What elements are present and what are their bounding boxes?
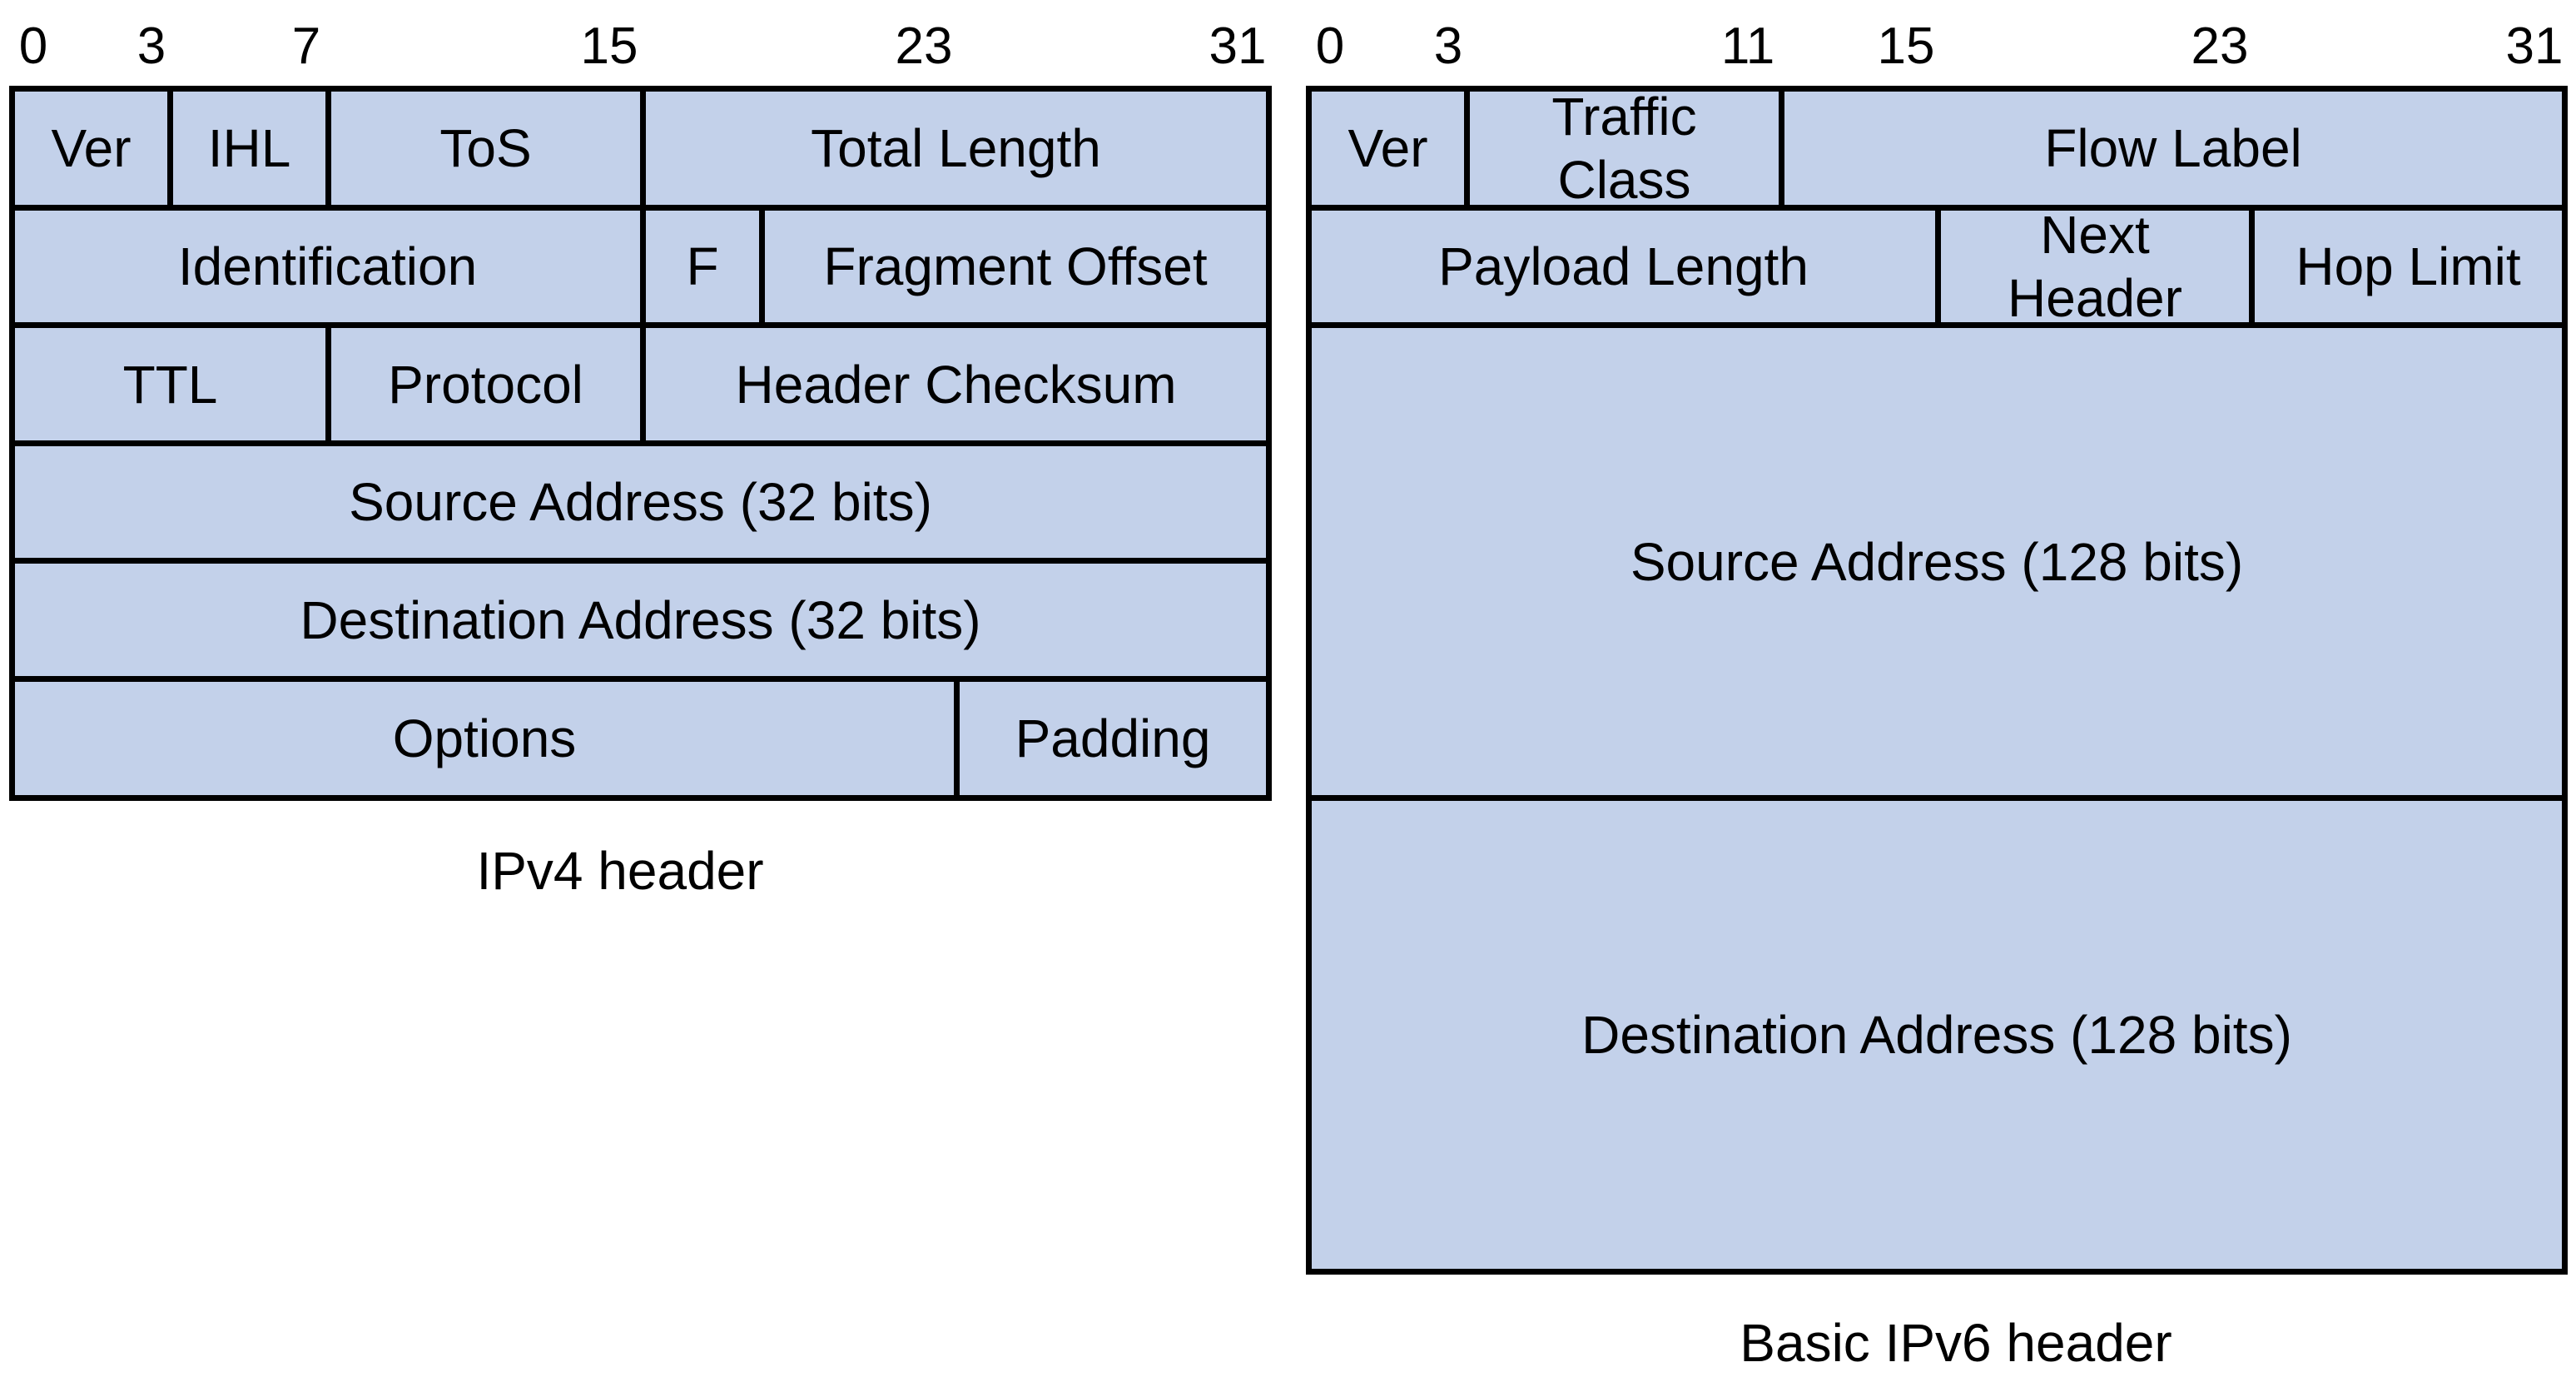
- ipv6-field-traffic-class: Traffic Class: [1464, 86, 1784, 211]
- ipv6-tick-0: 0: [1315, 17, 1345, 75]
- ipv6-tick-3: 3: [1433, 17, 1463, 75]
- ipv6-field-payload-length: Payload Length: [1306, 205, 1941, 328]
- ipv4-field-fragment-offset: Fragment Offset: [759, 205, 1272, 328]
- ipv4-field-flags: F: [640, 205, 765, 328]
- ipv4-field-tos: ToS: [325, 86, 646, 211]
- ipv4-field-protocol: Protocol: [325, 322, 646, 446]
- ipv4-field-total-length: Total Length: [640, 86, 1272, 211]
- ipv6-field-flow-label: Flow Label: [1779, 86, 2568, 211]
- ipv4-field-source-address: Source Address (32 bits): [9, 440, 1272, 564]
- ipv4-tick-23: 23: [895, 17, 953, 75]
- ipv4-field-ihl: IHL: [167, 86, 331, 211]
- ipv4-tick-15: 15: [580, 17, 638, 75]
- ipv6-field-ver: Ver: [1306, 86, 1470, 211]
- ipv4-field-header-checksum: Header Checksum: [640, 322, 1272, 446]
- ipv6-tick-15: 15: [1877, 17, 1935, 75]
- ipv4-caption: IPv4 header: [476, 841, 764, 901]
- ipv6-field-destination-address: Destination Address (128 bits): [1306, 795, 2568, 1275]
- ipv6-field-hop-limit: Hop Limit: [2249, 205, 2568, 328]
- ipv4-tick-7: 7: [291, 17, 321, 75]
- ipv6-field-source-address: Source Address (128 bits): [1306, 322, 2568, 801]
- ipv4-field-padding: Padding: [954, 676, 1272, 801]
- ipv4-tick-3: 3: [136, 17, 166, 75]
- ipv4-field-identification: Identification: [9, 205, 646, 328]
- ipv4-field-options: Options: [9, 676, 960, 801]
- ipv6-tick-31: 31: [2505, 17, 2564, 75]
- ipv6-tick-11: 11: [1720, 17, 1775, 75]
- ipv6-tick-23: 23: [2191, 17, 2249, 75]
- ipv4-tick-31: 31: [1209, 17, 1267, 75]
- ipv6-field-next-header: Next Header: [1935, 205, 2255, 328]
- ipv4-field-ver: Ver: [9, 86, 173, 211]
- ipv4-field-destination-address: Destination Address (32 bits): [9, 558, 1272, 682]
- ipv4-field-ttl: TTL: [9, 322, 331, 446]
- ipv4-tick-0: 0: [18, 17, 48, 75]
- ipv6-caption: Basic IPv6 header: [1740, 1313, 2172, 1373]
